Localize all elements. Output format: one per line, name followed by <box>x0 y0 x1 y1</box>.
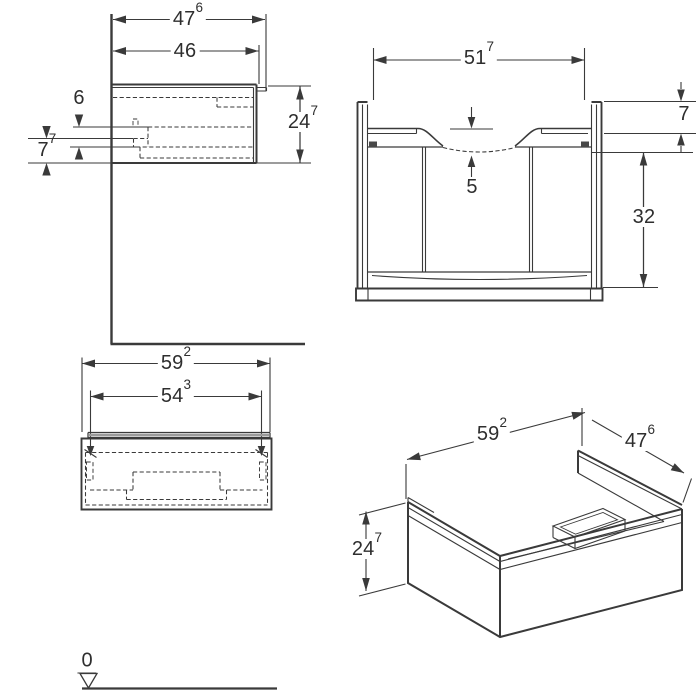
dim-label-side-bottom-inset: 77 <box>34 131 60 161</box>
dim-label-iso-height: 247 <box>348 530 386 560</box>
dim-label-bottom-inner-width: 543 <box>157 377 195 407</box>
dim-label-side-depth-total: 476 <box>169 0 207 30</box>
dim-value: 54 <box>160 385 184 407</box>
dim-sup: 7 <box>310 102 319 118</box>
dim-label-bottom-total-width: 592 <box>157 344 195 374</box>
datum-zero-label: 0 <box>77 650 97 674</box>
dim-sup: 7 <box>48 130 57 146</box>
dim-value: 47 <box>172 8 196 30</box>
dim-sup: 6 <box>195 0 204 15</box>
dim-value: 6 <box>73 87 85 109</box>
dim-value: 59 <box>476 423 500 445</box>
dim-value: 5 <box>466 176 478 198</box>
dim-value: 51 <box>463 47 487 69</box>
dim-value: 47 <box>624 430 648 452</box>
dim-sup: 7 <box>486 38 495 54</box>
dim-label-front-inner-width: 517 <box>460 39 498 69</box>
dim-label-iso-depth: 476 <box>621 422 659 452</box>
dim-value: 24 <box>287 111 311 133</box>
dim-value: 46 <box>173 40 197 62</box>
dim-sup: 2 <box>499 414 508 430</box>
bottom-front-view-drawing <box>80 357 273 511</box>
datum-drawing <box>78 672 277 690</box>
dim-sup: 6 <box>647 421 656 437</box>
dim-sup: 2 <box>183 343 192 359</box>
dim-label-front-basin-recess: 5 <box>463 176 481 198</box>
dim-sup: 7 <box>374 529 383 545</box>
dim-value: 59 <box>160 352 184 374</box>
side-view-drawing <box>28 14 311 346</box>
dim-label-front-side-rise: 7 <box>675 103 693 125</box>
dim-value: 32 <box>632 206 656 228</box>
dim-value: 7 <box>678 103 690 125</box>
dim-label-side-body-depth: 46 <box>170 40 200 62</box>
dim-label-front-clearance-height: 32 <box>629 206 659 228</box>
dim-sup: 3 <box>183 376 192 392</box>
front-view-drawing <box>355 48 696 302</box>
dim-label-side-top-inset: 6 <box>70 87 88 109</box>
dim-value: 24 <box>351 538 375 560</box>
dim-label-iso-width: 592 <box>473 415 511 445</box>
dim-value: 7 <box>37 139 49 161</box>
datum-triangle-icon <box>78 672 99 690</box>
dim-label-side-height: 247 <box>284 103 322 133</box>
